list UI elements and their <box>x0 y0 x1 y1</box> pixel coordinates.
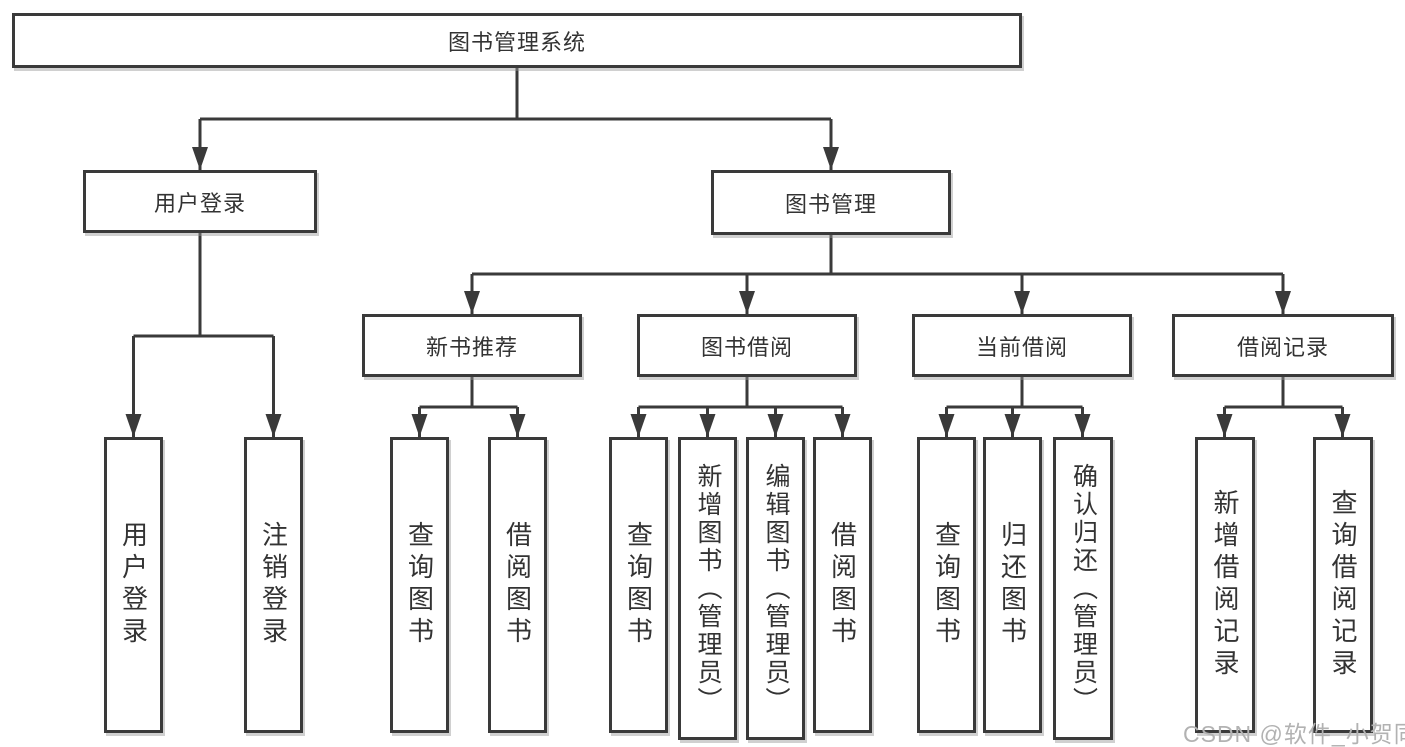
node-new-book-recommend: 新书推荐 <box>362 314 582 377</box>
arrowheads <box>125 147 1351 437</box>
node-borrowing-records-label: 借阅记录 <box>1236 334 1329 360</box>
connector-new-book-recommend <box>418 377 519 437</box>
leaf-logout-label: 注销登录 <box>258 521 289 649</box>
arrow-down-icon <box>1014 291 1030 314</box>
leaf-borrowing-query-books: 查询图书 <box>609 437 668 733</box>
leaf-current-return-books-label: 归还图书 <box>997 521 1028 649</box>
connector-root <box>198 68 833 170</box>
arrow-down-icon <box>739 291 755 314</box>
connector-borrowing-records <box>1223 377 1344 437</box>
leaf-user-login-label: 用户登录 <box>118 521 149 649</box>
node-book-borrowing-label: 图书借阅 <box>700 334 793 360</box>
leaf-current-confirm-return-admin-label: 确认归还（管理员） <box>1069 462 1098 715</box>
arrow-down-icon <box>938 414 955 437</box>
leaf-current-confirm-return-admin: 确认归还（管理员） <box>1053 437 1113 740</box>
node-current-borrowing: 当前借阅 <box>912 314 1132 377</box>
arrow-down-icon <box>464 291 480 314</box>
leaf-borrowing-add-book-admin: 新增图书（管理员） <box>678 437 737 740</box>
arrow-down-icon <box>1216 414 1233 437</box>
leaf-borrowing-borrow-books: 借阅图书 <box>813 437 872 733</box>
leaf-user-login: 用户登录 <box>104 437 163 733</box>
leaf-recommend-borrow-books-label: 借阅图书 <box>502 521 533 649</box>
watermark: CSDN @软件_小贺同学 <box>1183 721 1405 747</box>
arrow-down-icon <box>265 414 282 437</box>
leaf-current-return-books: 归还图书 <box>983 437 1042 733</box>
connector-book-borrowing <box>637 377 844 437</box>
arrow-down-icon <box>192 147 208 170</box>
node-current-borrowing-label: 当前借阅 <box>975 334 1068 360</box>
arrow-down-icon <box>823 147 839 170</box>
node-user-login: 用户登录 <box>83 170 317 233</box>
arrow-down-icon <box>1334 414 1351 437</box>
leaf-borrowing-query-books-label: 查询图书 <box>623 521 654 649</box>
arrow-down-icon <box>1074 414 1091 437</box>
node-book-management-label: 图书管理 <box>784 191 877 217</box>
arrow-down-icon <box>1275 291 1291 314</box>
arrow-down-icon <box>834 414 851 437</box>
leaf-recommend-query-books: 查询图书 <box>390 437 449 733</box>
leaf-query-borrow-record: 查询借阅记录 <box>1313 437 1373 733</box>
arrow-down-icon <box>630 414 647 437</box>
leaf-add-borrow-record-label: 新增借阅记录 <box>1210 489 1240 681</box>
leaf-borrowing-add-book-admin-label: 新增图书（管理员） <box>694 462 722 715</box>
node-user-login-label: 用户登录 <box>153 190 246 216</box>
connector-user-login <box>132 233 275 437</box>
leaf-current-query-books: 查询图书 <box>917 437 976 733</box>
connector-book-management <box>470 235 1285 314</box>
leaf-borrowing-edit-book-admin: 编辑图书（管理员） <box>746 437 805 740</box>
node-borrowing-records: 借阅记录 <box>1172 314 1394 377</box>
leaf-query-borrow-record-label: 查询借阅记录 <box>1328 489 1358 681</box>
leaf-logout: 注销登录 <box>244 437 303 733</box>
arrow-down-icon <box>1004 414 1021 437</box>
node-book-borrowing: 图书借阅 <box>637 314 857 377</box>
node-book-management: 图书管理 <box>711 170 951 235</box>
arrow-down-icon <box>509 414 526 437</box>
leaf-borrowing-edit-book-admin-label: 编辑图书（管理员） <box>762 462 790 715</box>
arrow-down-icon <box>699 414 716 437</box>
leaf-recommend-borrow-books: 借阅图书 <box>488 437 547 733</box>
arrow-down-icon <box>411 414 428 437</box>
leaf-current-query-books-label: 查询图书 <box>931 521 962 649</box>
leaf-recommend-query-books-label: 查询图书 <box>404 521 435 649</box>
arrow-down-icon <box>767 414 784 437</box>
leaf-add-borrow-record: 新增借阅记录 <box>1195 437 1255 733</box>
arrow-down-icon <box>125 414 142 437</box>
leaf-borrowing-borrow-books-label: 借阅图书 <box>827 521 858 649</box>
node-library-system-label: 图书管理系统 <box>447 29 586 55</box>
node-new-book-recommend-label: 新书推荐 <box>425 334 518 360</box>
node-library-system: 图书管理系统 <box>12 13 1022 68</box>
